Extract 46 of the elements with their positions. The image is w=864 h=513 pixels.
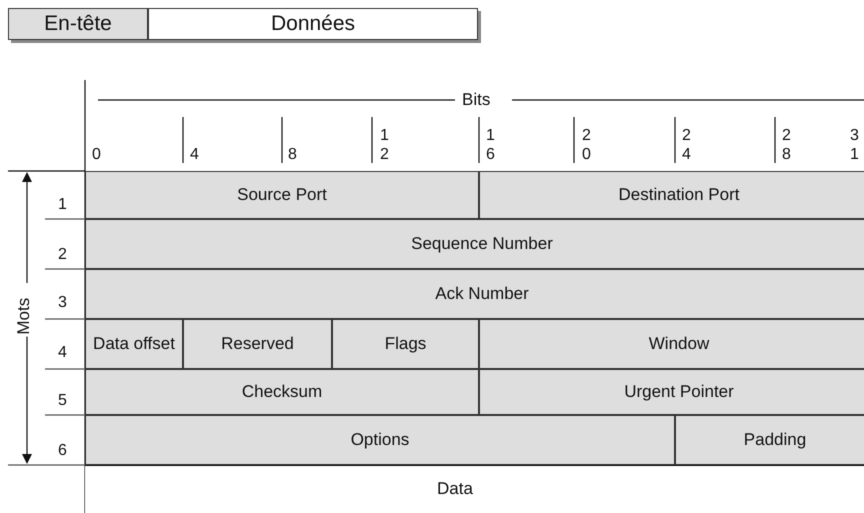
field-label: Données bbox=[270, 12, 356, 36]
field-label: Reserved bbox=[221, 334, 294, 354]
field-cell bbox=[183, 319, 332, 369]
field-cell bbox=[85, 171, 479, 219]
word-number: 1 bbox=[58, 195, 67, 214]
bit-number: 28 bbox=[782, 126, 791, 164]
axis-title: Bits bbox=[462, 90, 490, 110]
field-cell bbox=[85, 269, 864, 319]
data-segment bbox=[148, 8, 478, 40]
payload-row bbox=[85, 465, 864, 513]
bit-number: 24 bbox=[682, 126, 691, 164]
field-cell bbox=[85, 219, 864, 269]
field-label: Options bbox=[350, 430, 410, 450]
field-label: Sequence Number bbox=[411, 234, 553, 254]
word-number: 6 bbox=[58, 441, 67, 460]
word-number: 3 bbox=[58, 293, 67, 312]
field-cell bbox=[675, 415, 864, 465]
bit-number: 0 bbox=[92, 145, 101, 164]
field-label: Flags bbox=[384, 334, 426, 354]
word-number: 5 bbox=[58, 391, 67, 410]
field-cell bbox=[479, 171, 864, 219]
header-segment bbox=[8, 8, 148, 40]
field-label: Ack Number bbox=[435, 284, 529, 304]
bit-number: 20 bbox=[582, 126, 591, 164]
word-number: 4 bbox=[58, 343, 67, 362]
field-label: Checksum bbox=[242, 382, 322, 402]
field-label: En-tête bbox=[44, 12, 112, 36]
word-number: 2 bbox=[58, 245, 67, 264]
bit-number: 31 bbox=[850, 126, 859, 164]
field-cell bbox=[85, 319, 183, 369]
bit-number: 8 bbox=[288, 145, 297, 164]
field-label: Source Port bbox=[237, 186, 327, 204]
field-label: Padding bbox=[744, 430, 806, 450]
field-label: Data bbox=[437, 480, 473, 499]
field-label: Destination Port bbox=[618, 186, 740, 204]
field-cell bbox=[85, 369, 479, 415]
field-label: Data offset bbox=[93, 334, 175, 354]
field-cell bbox=[332, 319, 479, 369]
field-label: Window bbox=[648, 334, 710, 354]
field-cell bbox=[85, 415, 675, 465]
field-cell bbox=[479, 319, 864, 369]
field-cell bbox=[479, 369, 864, 415]
bit-number: 12 bbox=[380, 126, 389, 164]
bit-number: 16 bbox=[486, 126, 495, 164]
bit-number: 4 bbox=[190, 145, 199, 164]
field-label: Urgent Pointer bbox=[624, 382, 734, 402]
